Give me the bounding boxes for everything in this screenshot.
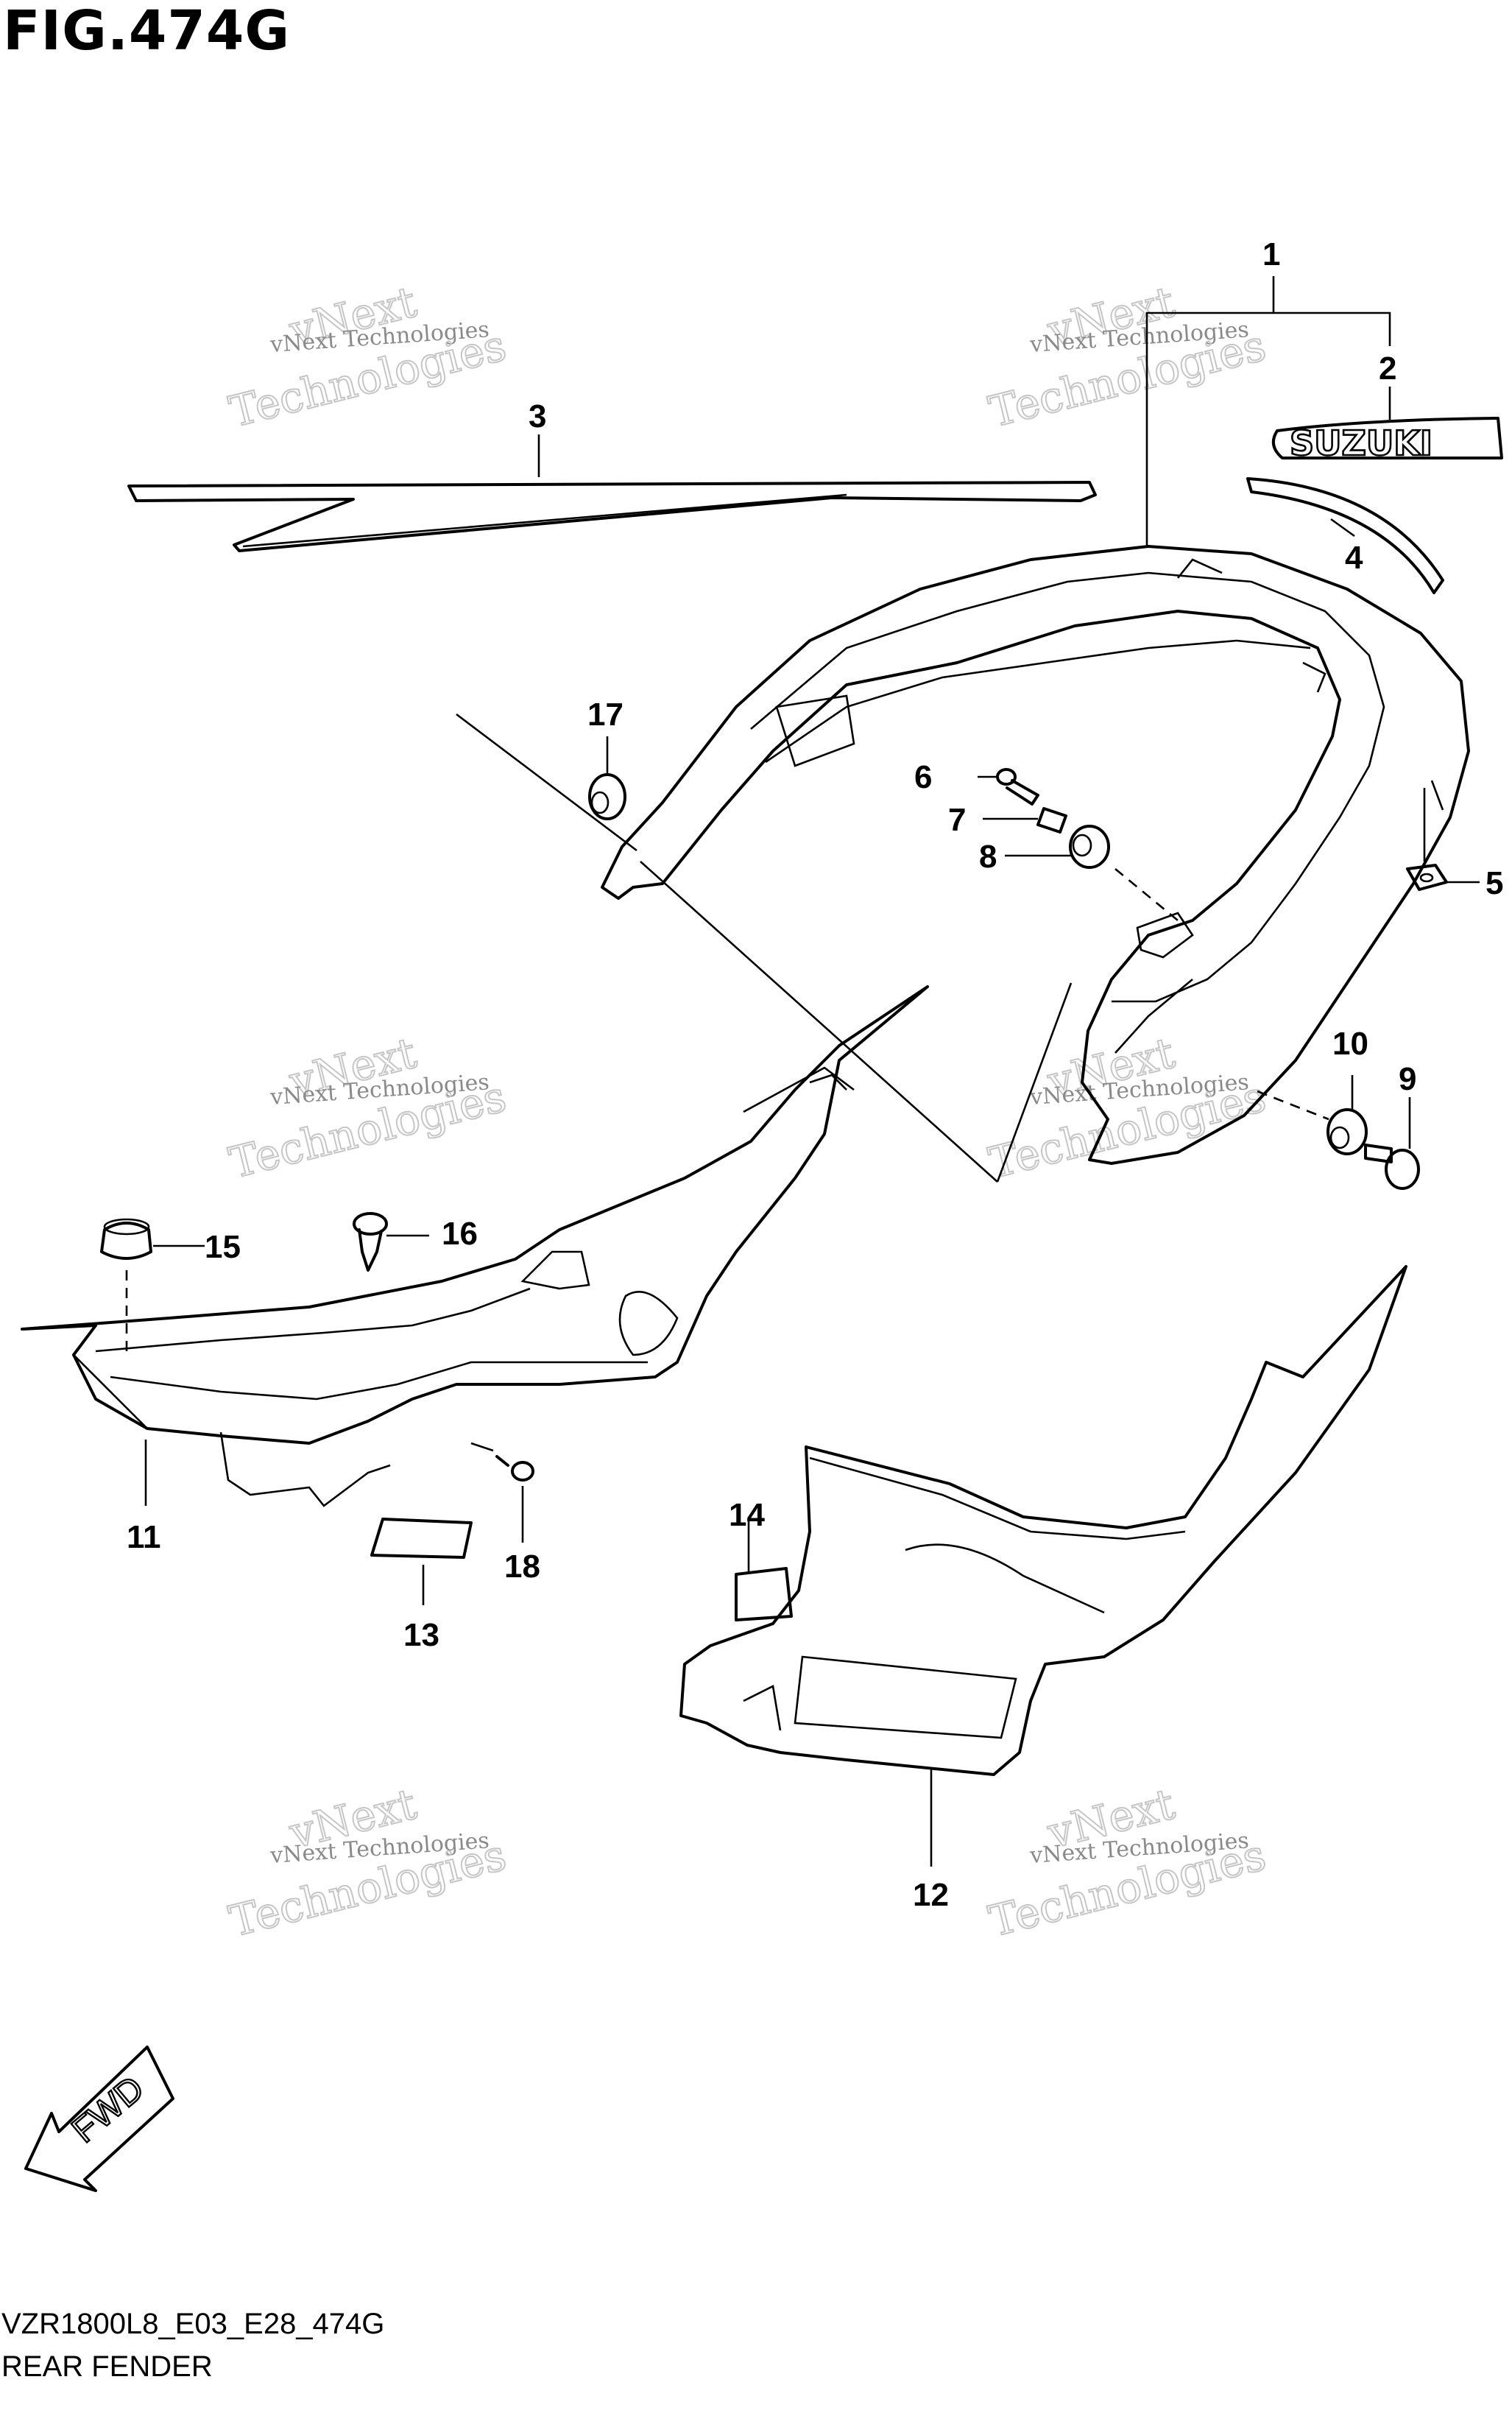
part-17-grommet[interactable] xyxy=(588,773,626,820)
watermark-mid-right: vNext vNext Technologies Technologies xyxy=(983,1027,1271,1189)
footer-model-code: VZR1800L8_E03_E28_474G xyxy=(1,2308,385,2340)
footer-section-name: REAR FENDER xyxy=(1,2350,213,2383)
watermark-top-left: vNext vNext Technologies Technologies xyxy=(224,276,512,438)
callout-15: 15 xyxy=(205,1229,241,1265)
part-8-cushion[interactable] xyxy=(1069,825,1110,869)
callout-11: 11 xyxy=(127,1519,161,1555)
callout-6: 6 xyxy=(914,759,932,795)
callout-numbers: 1 2 3 4 5 6 7 8 9 10 11 12 13 14 15 16 1… xyxy=(127,236,1503,1913)
watermark-bottom-right: vNext vNext Technologies Technologies xyxy=(983,1778,1271,1948)
callout-1: 1 xyxy=(1262,236,1280,272)
emblem-text: SUZUKI xyxy=(1290,423,1432,463)
part-11-rear-fender[interactable] xyxy=(21,985,929,1507)
callout-8: 8 xyxy=(979,839,997,875)
callout-10: 10 xyxy=(1332,1026,1368,1062)
part-1-tail-cowl[interactable] xyxy=(601,545,1470,1165)
watermark-mid-left: vNext vNext Technologies Technologies xyxy=(224,1027,512,1189)
fwd-arrow: FWD xyxy=(24,2046,174,2192)
part-18-screw[interactable] xyxy=(495,1455,534,1482)
callout-9: 9 xyxy=(1399,1061,1416,1097)
fwd-label: FWD xyxy=(65,2069,152,2151)
part-10-cushion[interactable] xyxy=(1326,1108,1368,1155)
callout-17: 17 xyxy=(587,697,623,733)
callout-14: 14 xyxy=(729,1497,765,1533)
callout-18: 18 xyxy=(504,1549,540,1585)
part-13-pad[interactable] xyxy=(370,1518,473,1559)
part-7-collar[interactable] xyxy=(1036,807,1067,834)
part-14-pad[interactable] xyxy=(735,1567,793,1621)
callout-5: 5 xyxy=(1485,865,1503,901)
watermark-top-right: vNext vNext Technologies Technologies xyxy=(983,276,1271,438)
callout-2: 2 xyxy=(1379,350,1396,387)
part-3-stripe-tape[interactable] xyxy=(127,481,1097,552)
callout-4: 4 xyxy=(1345,540,1363,576)
part-4-curved-trim[interactable] xyxy=(1246,477,1444,594)
part-6-screw[interactable] xyxy=(996,768,1039,806)
callout-12: 12 xyxy=(913,1877,949,1913)
figure-title: FIG.474G xyxy=(3,0,291,63)
part-9-bolt[interactable] xyxy=(1364,1144,1420,1190)
part-12-side-cover[interactable] xyxy=(679,1265,1407,1776)
leader-lines xyxy=(125,276,1480,1867)
callout-13: 13 xyxy=(403,1617,439,1653)
callout-16: 16 xyxy=(442,1216,478,1252)
part-15-grommet[interactable] xyxy=(100,1218,152,1260)
callout-7: 7 xyxy=(948,802,966,838)
callout-3: 3 xyxy=(529,398,546,434)
part-16-clip[interactable] xyxy=(353,1212,388,1272)
watermark-bottom-left: vNext vNext Technologies Technologies xyxy=(224,1778,512,1948)
part-2-suzuki-emblem[interactable]: SUZUKI xyxy=(1271,417,1503,464)
